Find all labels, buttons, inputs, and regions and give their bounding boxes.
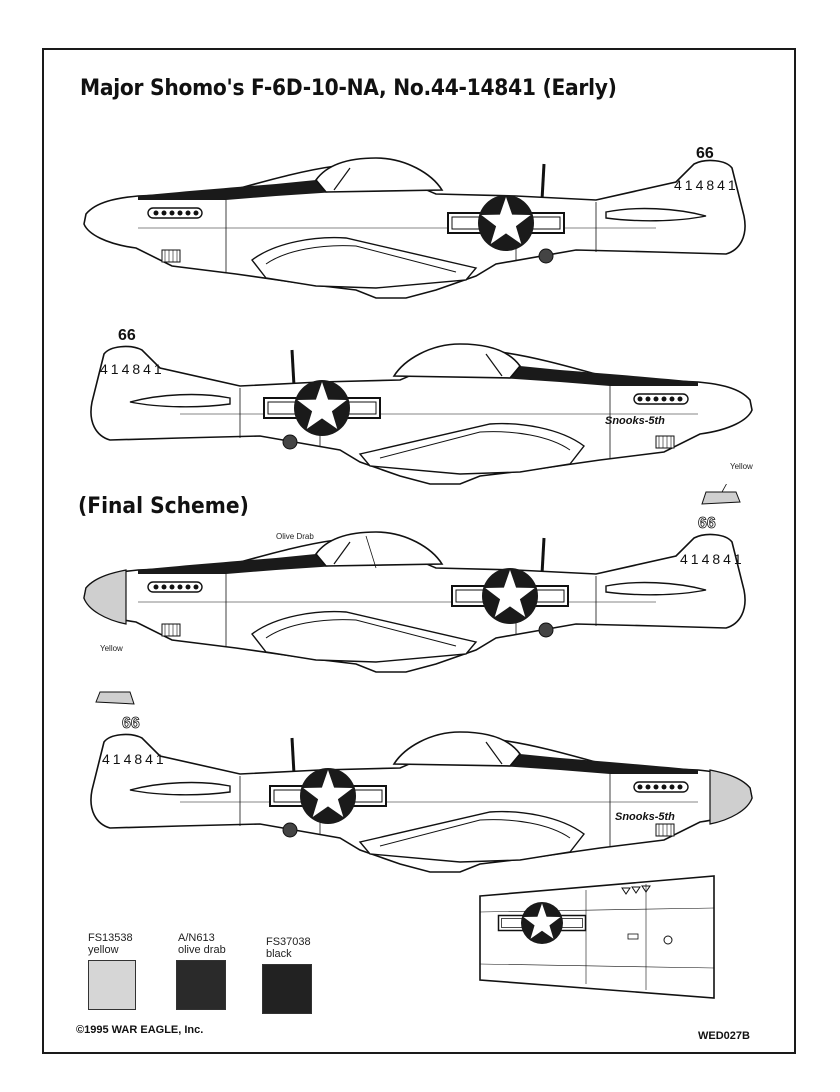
- serial-number: 414841: [674, 177, 739, 193]
- final-scheme-heading: (Final Scheme): [78, 494, 249, 519]
- nose-name: Snooks-5th: [605, 415, 665, 427]
- plane-final-right-profile: 66 414841 Snooks-5th: [89, 691, 754, 874]
- swatch-black: [262, 964, 312, 1014]
- swatch-yellow: [88, 960, 136, 1010]
- tail-code: 66: [696, 145, 714, 162]
- tail-code: 66: [698, 515, 716, 532]
- plane-final-left-profile: 66 414841: [82, 484, 747, 674]
- yellow-nose-callout: Yellow: [100, 644, 123, 653]
- sheet-code: WED027B: [698, 1030, 750, 1042]
- serial-number: 414841: [680, 551, 745, 567]
- nose-name: Snooks-5th: [615, 811, 675, 823]
- olive-drab-callout: Olive Drab: [276, 532, 314, 541]
- sheet-title: Major Shomo's F-6D-10-NA, No.44-14841 (E…: [80, 76, 617, 101]
- swatch-olive-drab: [176, 960, 226, 1010]
- plane-early-right-profile: 66 414841 Snooks-5th: [89, 327, 754, 486]
- wing-underside-detail: [479, 875, 715, 999]
- plane-early-left-profile: 66 414841: [82, 145, 747, 300]
- sheet-border: [42, 48, 796, 1054]
- tail-code: 66: [122, 715, 140, 732]
- tail-code: 66: [118, 327, 136, 344]
- serial-number: 414841: [102, 751, 167, 767]
- yellow-tail-callout: Yellow: [730, 462, 753, 471]
- serial-number: 414841: [100, 361, 165, 377]
- copyright-notice: ©1995 WAR EAGLE, Inc.: [76, 1024, 204, 1036]
